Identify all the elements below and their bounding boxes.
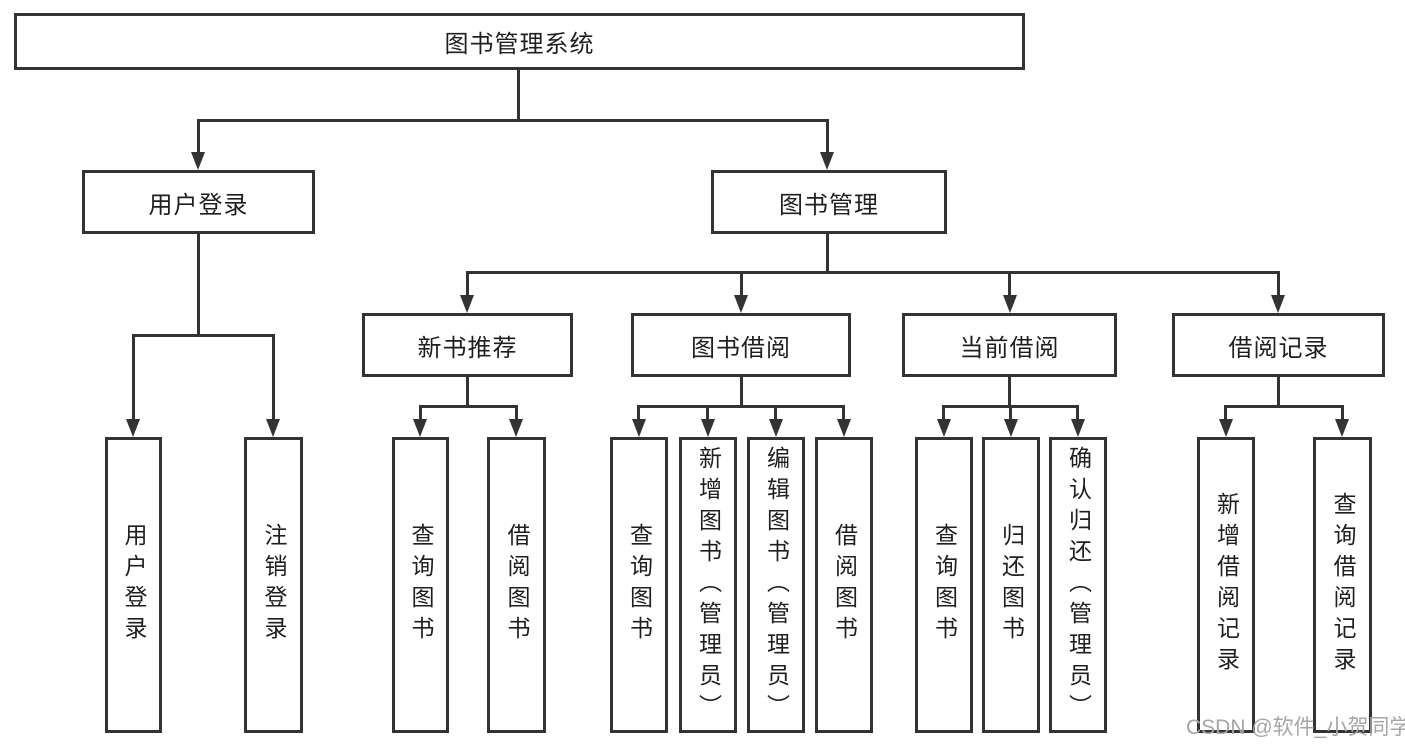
connector-line (1224, 405, 1344, 408)
node-leaf-add-book-admin: 新增图书（管理员） (679, 437, 737, 733)
arrow-down-icon (460, 295, 474, 313)
connector-line (1341, 405, 1344, 421)
node-leaf-borrow-books-recommend: 借阅图书 (487, 437, 546, 733)
node-leaf-confirm-return-admin-label: 确认归还（管理员） (1065, 445, 1092, 725)
node-current-borrowing-label: 当前借阅 (959, 334, 1060, 362)
node-current-borrowing: 当前借阅 (902, 313, 1117, 377)
arrow-down-icon (1004, 419, 1018, 437)
connector-line (466, 377, 469, 408)
node-leaf-add-book-admin-label: 新增图书（管理员） (695, 445, 722, 725)
connector-line (1008, 377, 1011, 408)
arrow-down-icon (937, 419, 951, 437)
node-leaf-query-books-recommend: 查询图书 (392, 437, 449, 733)
arrow-down-icon (820, 152, 834, 170)
arrow-down-icon (701, 419, 715, 437)
node-book-borrowing: 图书借阅 (631, 313, 851, 377)
connector-line (132, 334, 275, 337)
node-leaf-edit-book-admin: 编辑图书（管理员） (747, 437, 805, 733)
node-new-book-recommend-label: 新书推荐 (417, 334, 518, 362)
node-leaf-query-books-current: 查询图书 (915, 437, 973, 733)
connector-line (197, 233, 200, 337)
node-leaf-return-book: 归还图书 (982, 437, 1040, 733)
node-leaf-add-borrow-record: 新增借阅记录 (1197, 437, 1255, 733)
node-leaf-confirm-return-admin: 确认归还（管理员） (1049, 437, 1107, 733)
node-leaf-borrow-book-label: 借阅图书 (831, 523, 858, 647)
connector-line (826, 119, 829, 154)
arrow-down-icon (266, 419, 280, 437)
arrow-down-icon (769, 419, 783, 437)
arrow-down-icon (1071, 419, 1085, 437)
node-leaf-user-login: 用户登录 (105, 437, 162, 733)
arrow-down-icon (1003, 295, 1017, 313)
connector-line (1076, 405, 1079, 421)
arrow-down-icon (191, 152, 205, 170)
arrow-down-icon (413, 419, 427, 437)
connector-line (197, 119, 200, 154)
node-user-login-label: 用户登录 (148, 191, 249, 219)
connector-line (1277, 377, 1280, 408)
node-book-borrowing-label: 图书借阅 (691, 334, 791, 362)
node-borrowing-records: 借阅记录 (1172, 313, 1385, 377)
connector-line (517, 69, 520, 121)
connector-line (466, 271, 1280, 274)
node-leaf-logout: 注销登录 (244, 437, 303, 733)
arrow-down-icon (1335, 419, 1349, 437)
node-leaf-query-borrow-record: 查询借阅记录 (1313, 437, 1372, 733)
connector-line (740, 377, 743, 408)
node-leaf-borrow-books-recommend-label: 借阅图书 (504, 523, 530, 647)
arrow-down-icon (509, 419, 523, 437)
node-leaf-user-login-label: 用户登录 (121, 523, 147, 647)
node-leaf-return-book-label: 归还图书 (998, 523, 1025, 647)
node-user-login: 用户登录 (82, 170, 315, 234)
node-book-management-label: 图书管理 (779, 191, 879, 219)
csdn-watermark: CSDN @软件_小贺同学 (1186, 716, 1405, 739)
node-new-book-recommend: 新书推荐 (362, 313, 573, 377)
arrow-down-icon (1219, 419, 1233, 437)
node-library-system: 图书管理系统 (14, 13, 1025, 70)
node-leaf-add-borrow-record-label: 新增借阅记录 (1213, 492, 1240, 678)
arrow-down-icon (632, 419, 646, 437)
connector-line (132, 334, 135, 421)
connector-line (774, 405, 777, 421)
arrow-down-icon (837, 419, 851, 437)
connector-line (637, 405, 640, 421)
connector-line (197, 119, 829, 122)
arrow-down-icon (1271, 295, 1285, 313)
connector-line (1008, 271, 1011, 298)
arrow-down-icon (734, 295, 748, 313)
node-borrowing-records-label: 借阅记录 (1228, 334, 1329, 362)
connector-line (942, 405, 945, 421)
node-leaf-query-books-recommend-label: 查询图书 (408, 523, 434, 647)
connector-line (706, 405, 709, 421)
node-leaf-logout-label: 注销登录 (261, 523, 287, 647)
connector-line (637, 405, 845, 408)
arrow-down-icon (126, 419, 140, 437)
node-leaf-query-borrow-record-label: 查询借阅记录 (1330, 492, 1356, 678)
node-book-management: 图书管理 (711, 170, 947, 234)
node-library-system-label: 图书管理系统 (444, 31, 595, 58)
connector-line (740, 271, 743, 298)
node-leaf-borrow-book: 借阅图书 (815, 437, 873, 733)
connector-line (515, 405, 518, 421)
node-leaf-edit-book-admin-label: 编辑图书（管理员） (763, 445, 790, 725)
connector-line (466, 271, 469, 298)
connector-line (1277, 271, 1280, 298)
connector-line (272, 334, 275, 421)
node-leaf-query-books-borrow-label: 查询图书 (626, 523, 653, 647)
connector-line (1009, 405, 1012, 421)
connector-line (1224, 405, 1227, 421)
connector-line (842, 405, 845, 421)
connector-line (419, 405, 422, 421)
node-leaf-query-books-borrow: 查询图书 (610, 437, 668, 733)
connector-line (826, 233, 829, 274)
connector-line (419, 405, 518, 408)
node-leaf-query-books-current-label: 查询图书 (931, 523, 958, 647)
